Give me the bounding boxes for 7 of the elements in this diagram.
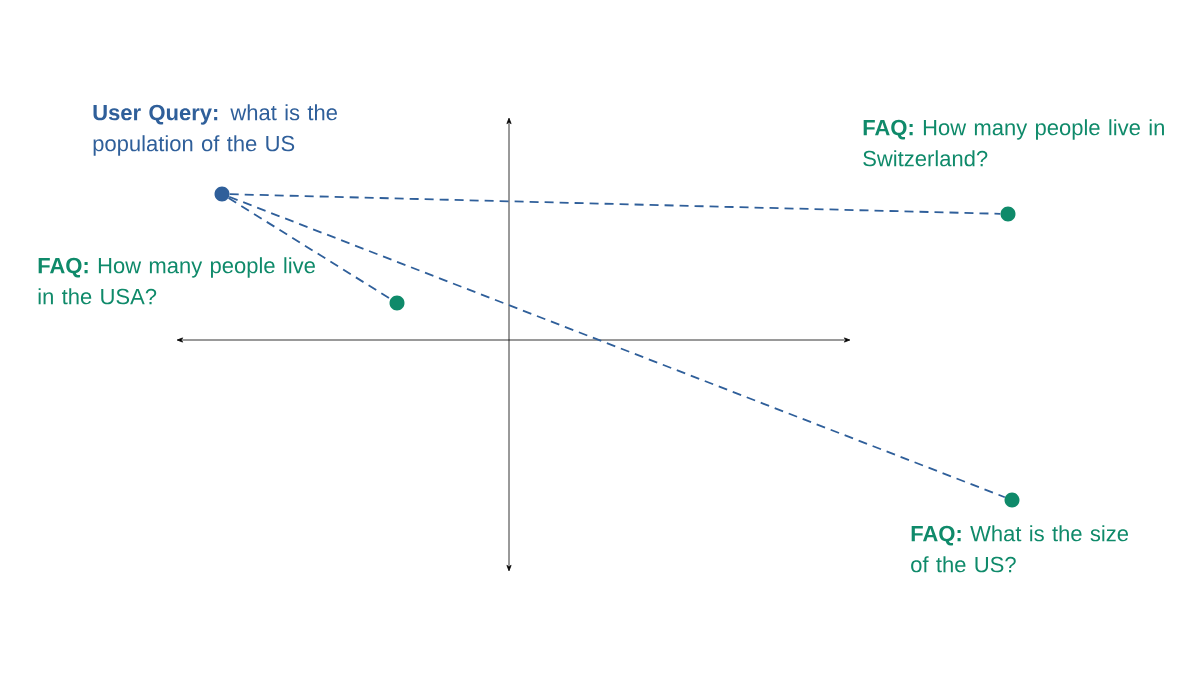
point-label: FAQ: What is the size of the US? [911,525,1129,573]
dashed-line [228,193,1002,215]
point-label: User Query: what is the population of the US [93,104,337,156]
dashed-line [227,197,392,300]
point-label: FAQ: How many people live in Switzerland? [863,119,1164,167]
dashed-line [228,195,1006,499]
point-label: FAQ: How many people live in the USA? [38,257,315,305]
